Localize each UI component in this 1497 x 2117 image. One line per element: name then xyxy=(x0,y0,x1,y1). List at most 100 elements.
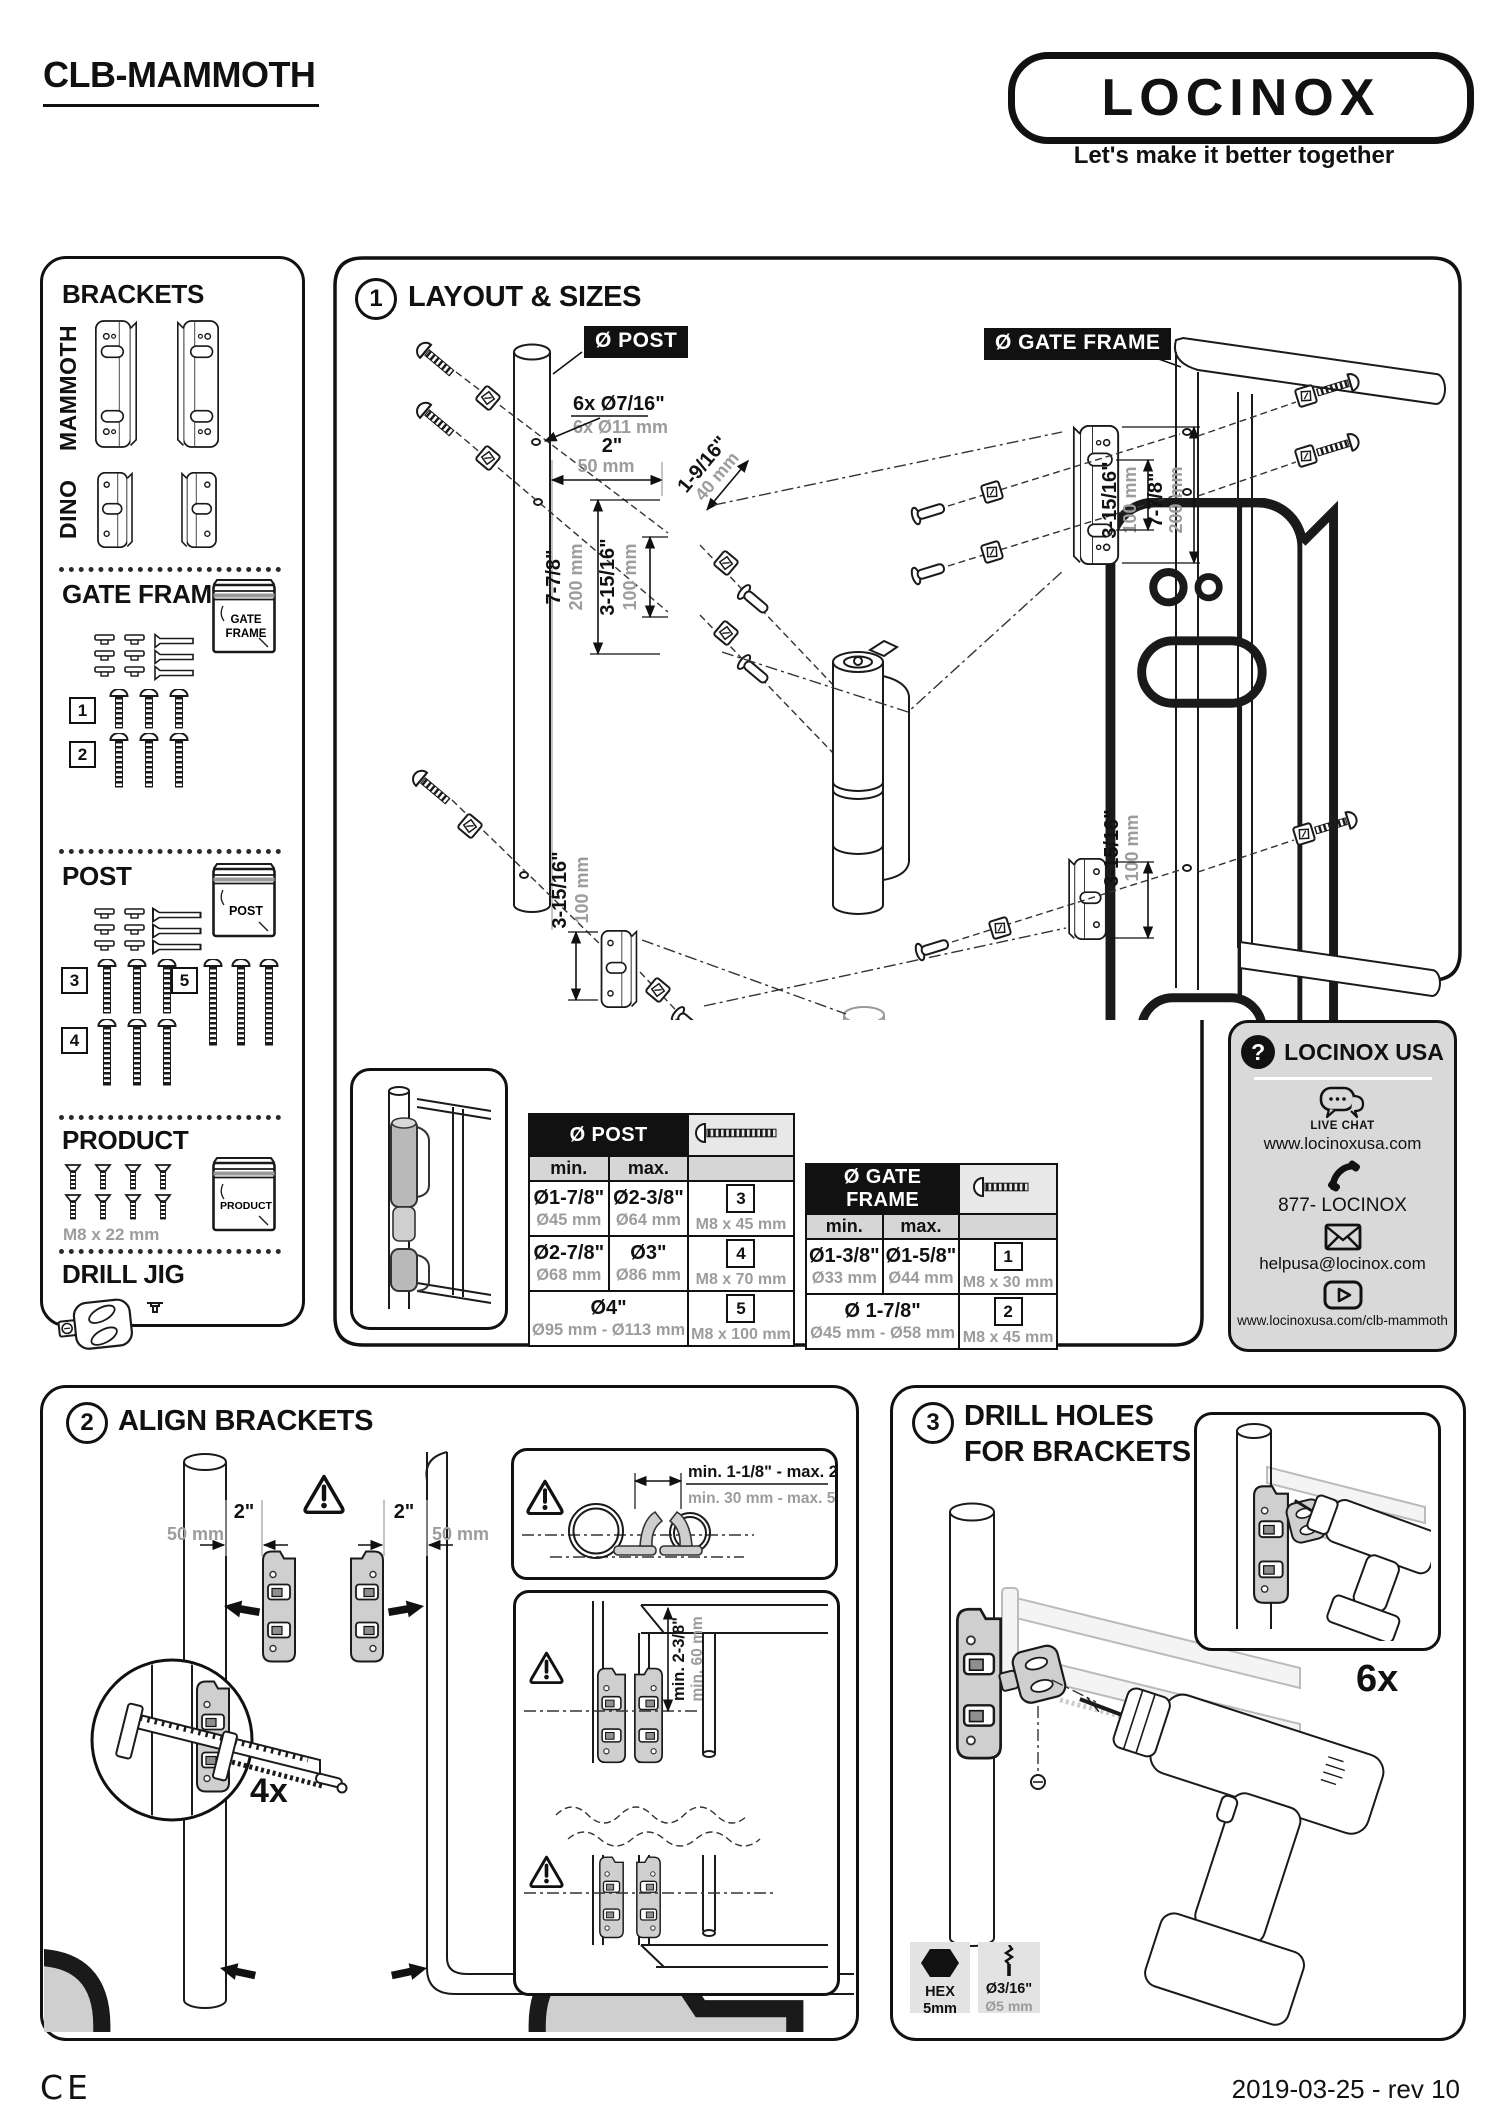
item-number: 1 xyxy=(77,700,88,720)
dim-gap-in: min. 1-1/8" - max. 2-1/8" xyxy=(688,1463,835,1481)
cell-min-mm: Ø33 mm xyxy=(811,1269,877,1288)
bag-label: FRAME xyxy=(226,628,267,640)
cell-min-in: Ø2-7/8" xyxy=(533,1242,605,1265)
contact-phone[interactable]: 877- LOCINOX xyxy=(1278,1195,1407,1216)
cell-screw: M8 x 100 mm xyxy=(691,1326,791,1343)
dim-height-in: 7-7/8" xyxy=(543,549,565,604)
cell-min-in: Ø1-7/8" xyxy=(533,1187,605,1210)
drill-jig-icon xyxy=(57,1298,163,1350)
t-nut-icon xyxy=(712,549,740,577)
post-bracket xyxy=(956,1607,1002,1760)
contact-box: ? LOCINOX USA LIVE CHAT www.locinoxusa.c… xyxy=(1228,1020,1457,1352)
bag-label: GATE xyxy=(230,614,261,626)
dim-spacing-in: 3-15/16" xyxy=(549,851,571,928)
cell-max-mm: Ø86 mm xyxy=(615,1266,681,1285)
gate-frame-bag-icon: GATE FRAME xyxy=(212,578,276,654)
drill-bit-chip: Ø3/16" Ø5 mm xyxy=(978,1942,1040,2014)
dim-gap-mm: min. 30 mm - max. 54 mm xyxy=(688,1490,835,1507)
step-3-title-line2: FOR BRACKETS xyxy=(964,1436,1191,1468)
push-arrow-left xyxy=(222,1597,261,1621)
post-table-min-header: min. xyxy=(528,1155,610,1182)
cell-screw: M8 x 45 mm xyxy=(962,1329,1054,1346)
push-arrow-left xyxy=(218,1959,257,1984)
product-screw-icon xyxy=(734,582,773,619)
divider xyxy=(59,1115,281,1120)
bracket-gap-inset: min. 1-1/8" - max. 2-1/8" min. 30 mm - m… xyxy=(511,1448,876,1580)
dim-height-mm: 200 mm xyxy=(1166,466,1186,533)
layout-sizes-diagram: 6x Ø7/16" 6x Ø11 mm 2" 50 mm 1-9/16" 40 … xyxy=(340,315,1446,1020)
post-table-screw-icon-cell xyxy=(687,1113,795,1157)
dim-clearance-in: min. 2-3/8" xyxy=(670,1617,688,1701)
sidebar-section-drill-jig: DRILL JIG xyxy=(62,1259,185,1289)
cell-screw: M8 x 45 mm xyxy=(695,1216,787,1233)
cell-min-mm: Ø68 mm xyxy=(536,1266,602,1285)
bag-label: POST xyxy=(229,904,263,918)
dim-offset-mm: 50 mm xyxy=(167,1524,224,1544)
dim-offset-mm: 50 mm xyxy=(432,1524,489,1544)
post-table-empty-header xyxy=(687,1155,795,1182)
bit-size-in: Ø3/16" xyxy=(985,1981,1033,1997)
gate-table-title: Ø GATE FRAME xyxy=(804,1163,961,1215)
item-1-box: 1 xyxy=(69,697,96,724)
cell-max-in: Ø2-3/8" xyxy=(613,1187,684,1210)
post-bag-icon: POST xyxy=(212,862,276,938)
post-size-table: Ø POST min. max. Ø1-7/8"Ø45 mm Ø2-3/8"Ø6… xyxy=(527,1113,795,1347)
t-nut-icon xyxy=(712,619,740,647)
item-number: 4 xyxy=(69,1030,80,1050)
t-nut-icon xyxy=(1293,443,1319,469)
item-ref-box: 3 xyxy=(726,1184,756,1213)
dim-spacing-in: 3-15/16" xyxy=(597,538,619,615)
post-tube xyxy=(513,343,551,913)
revision-label: 2019-03-25 - rev 10 xyxy=(1231,2074,1460,2104)
gate-bracket xyxy=(350,1550,384,1663)
dim-offset-in: 2" xyxy=(602,435,623,457)
hex-icon xyxy=(921,1949,959,1977)
hex-size-label: HEX xyxy=(925,1984,955,2000)
sidebar-section-gate-frame: GATE FRAME xyxy=(62,579,229,609)
contact-product-page[interactable]: www.locinoxusa.com/clb-mammoth xyxy=(1237,1313,1448,1328)
step-number-text: 3 xyxy=(926,1409,940,1436)
gate-frame-diameter-chip: Ø GATE FRAME xyxy=(984,328,1172,360)
page-title: CLB-MAMMOTH xyxy=(43,54,320,107)
assembled-view-drawing xyxy=(388,1086,492,1309)
gate-frame-edge xyxy=(425,1451,854,1995)
divider xyxy=(59,567,281,572)
bolt-icon xyxy=(695,1120,787,1146)
gate-bracket xyxy=(633,1667,664,1764)
gate-frame-size-table: Ø GATE FRAME min. max. Ø1-3/8"Ø33 mm Ø1-… xyxy=(804,1163,1058,1350)
divider xyxy=(59,1249,281,1254)
dim-offset-mm: 50 mm xyxy=(577,456,634,476)
hinge-icon xyxy=(390,1117,430,1242)
contact-email[interactable]: helpusa@locinox.com xyxy=(1259,1254,1426,1273)
product-screw-icon xyxy=(909,558,948,587)
phone-icon xyxy=(1327,1160,1360,1192)
step-2-number: 2 xyxy=(66,1402,108,1444)
dim-spacing-mm: 100 mm xyxy=(572,856,592,923)
email-icon xyxy=(1324,1223,1361,1251)
post-table-title: Ø POST xyxy=(527,1113,690,1157)
gate-table-screw-icon-cell xyxy=(958,1163,1058,1215)
carriage-bolt-icon xyxy=(1315,432,1361,461)
dim-spacing-mm: 100 mm xyxy=(1120,466,1140,533)
push-arrow-right xyxy=(387,1597,426,1621)
post-tube xyxy=(949,1502,995,1947)
post-bracket xyxy=(1253,1485,1289,1604)
dim-offset-in: 2" xyxy=(394,1501,415,1523)
gate-frame-lines xyxy=(592,1855,828,1968)
contact-website[interactable]: www.locinoxusa.com xyxy=(1263,1134,1422,1153)
dim-spacing-in: 3-15/16" xyxy=(1101,809,1123,886)
assembled-view-inset xyxy=(350,1068,508,1330)
gate-table-min-header: min. xyxy=(805,1213,884,1240)
dim-spacing-mm: 100 mm xyxy=(1122,814,1142,881)
cell-max-mm: Ø64 mm xyxy=(615,1211,681,1230)
dim-holes-mm: 6x Ø11 mm xyxy=(573,417,668,437)
item-2-box: 2 xyxy=(69,741,96,768)
drill-holes-diagram xyxy=(949,1502,1385,2026)
post-bracket xyxy=(262,1550,296,1663)
divider xyxy=(59,849,281,854)
clamp-detail xyxy=(90,1658,348,1822)
product-bag-icon: PRODUCT xyxy=(212,1156,276,1232)
step-3-title-line1: DRILL HOLES xyxy=(964,1400,1154,1432)
dim-spacing-mm: 100 mm xyxy=(620,543,640,610)
post-tube xyxy=(183,1453,227,2009)
